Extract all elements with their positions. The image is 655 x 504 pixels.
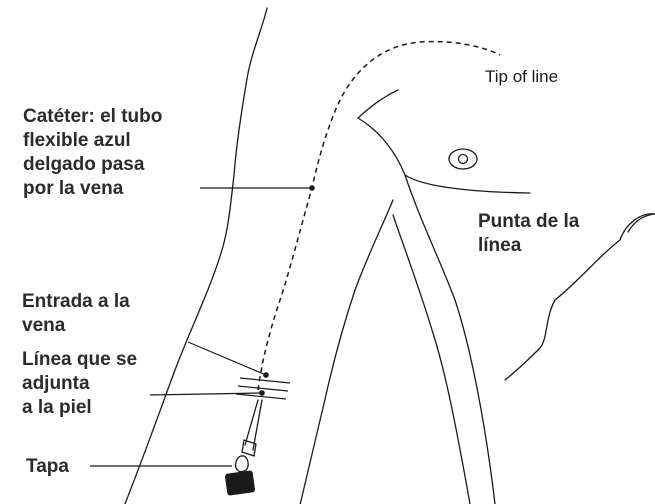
insertion-mark-3 bbox=[235, 393, 287, 400]
catheter-label: Catéter: el tubo flexible azul delgado p… bbox=[23, 106, 163, 199]
nipple-inner bbox=[457, 153, 469, 165]
torso-side-contour bbox=[392, 214, 471, 504]
nipple-outer bbox=[448, 148, 478, 170]
attached-line-leader bbox=[149, 392, 263, 396]
arm-outer-contour bbox=[124, 7, 268, 504]
insertion-mark-1 bbox=[239, 377, 291, 384]
back-right-contour bbox=[627, 213, 655, 233]
insertion-mark-2 bbox=[237, 385, 289, 392]
chest-right-contour bbox=[504, 213, 655, 381]
cap-body bbox=[224, 470, 256, 496]
tip-label: Punta de la línea bbox=[478, 211, 580, 256]
armpit-fold bbox=[357, 117, 531, 194]
tip-of-line-label: Tip of line bbox=[485, 67, 559, 86]
catheter-path bbox=[257, 40, 501, 391]
tubing-clamp bbox=[241, 439, 257, 457]
arm-inner-contour bbox=[299, 199, 394, 504]
cap-label: Tapa bbox=[26, 456, 69, 477]
vein-entry-leader bbox=[187, 341, 267, 376]
vein-entry-label: Entrada a la vena bbox=[22, 291, 130, 336]
torso-lower-contour bbox=[404, 174, 496, 504]
shoulder-line bbox=[357, 89, 399, 119]
cap-connector bbox=[234, 455, 249, 473]
attached-line-label: Línea que se adjunta a la piel bbox=[22, 349, 138, 418]
external-tubing bbox=[244, 399, 263, 451]
